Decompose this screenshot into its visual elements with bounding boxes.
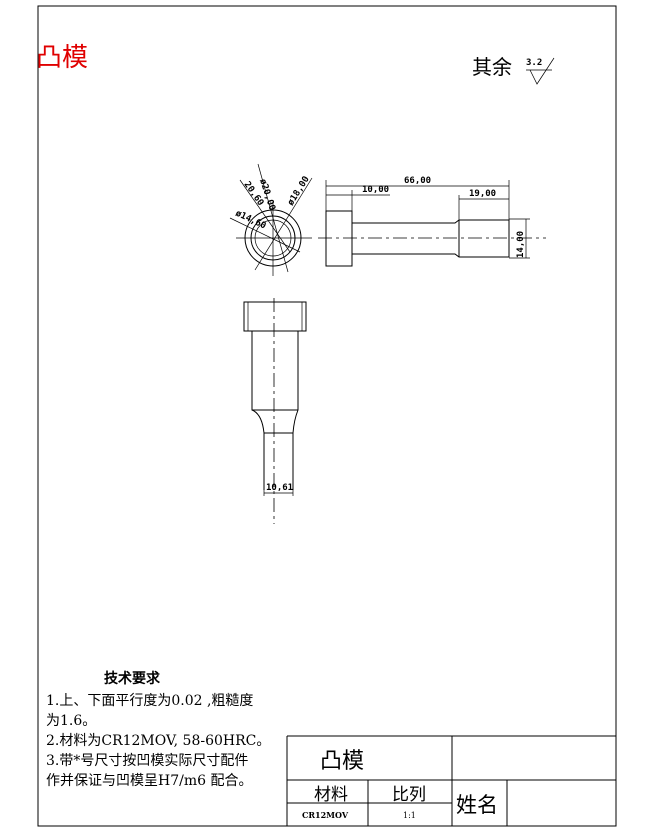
roughness-value: 3.2 bbox=[526, 58, 542, 68]
side-view: 66,00 10,00 19,00 14,00 bbox=[318, 176, 546, 267]
dim-tip-width: 10,61 bbox=[266, 483, 293, 493]
title-block: 凸模 材料 比列 姓名 CR12MOV 1:1 bbox=[286, 735, 616, 826]
title-mark: 凸模 bbox=[36, 43, 88, 73]
scale-label: 比列 bbox=[392, 785, 426, 805]
material-label: 材料 bbox=[314, 785, 348, 805]
name-label: 姓名 bbox=[456, 793, 498, 817]
scale-value: 1:1 bbox=[403, 811, 416, 820]
tech-line: 作并保证与凹模呈H7/m6 配合。 bbox=[46, 773, 252, 789]
tech-line: 为1.6。 bbox=[46, 713, 96, 729]
material-value: CR12MOV bbox=[302, 810, 349, 820]
front-view: 10,61 bbox=[243, 298, 307, 524]
part-name: 凸模 bbox=[320, 749, 364, 774]
roughness-label: 其余 bbox=[472, 55, 512, 79]
dim-head-length: 10,00 bbox=[362, 185, 389, 195]
tech-requirements: 技术要求 1.上、下面平行度为0.02 ,粗糙度 为1.6。 2.材料为CR12… bbox=[46, 670, 270, 789]
dim-tip-height: 14,00 bbox=[516, 231, 526, 258]
end-view: ø20,00 20,60 ø18,00 ø14,60 bbox=[229, 163, 313, 276]
dim-dia-18: ø18,00 bbox=[286, 175, 312, 208]
roughness-triangle-icon bbox=[526, 57, 555, 85]
tech-line: 3.带*号尺寸按凹模实际尺寸配件 bbox=[46, 753, 248, 769]
dim-tip-length: 19,00 bbox=[469, 189, 496, 199]
tech-line: 1.上、下面平行度为0.02 ,粗糙度 bbox=[46, 693, 253, 709]
tech-heading: 技术要求 bbox=[104, 670, 161, 687]
roughness-symbol: 其余 3.2 bbox=[472, 55, 555, 85]
dim-overall-length: 66,00 bbox=[404, 176, 431, 186]
tech-line: 2.材料为CR12MOV, 58-60HRC。 bbox=[46, 733, 270, 749]
drawing-border bbox=[37, 5, 617, 827]
